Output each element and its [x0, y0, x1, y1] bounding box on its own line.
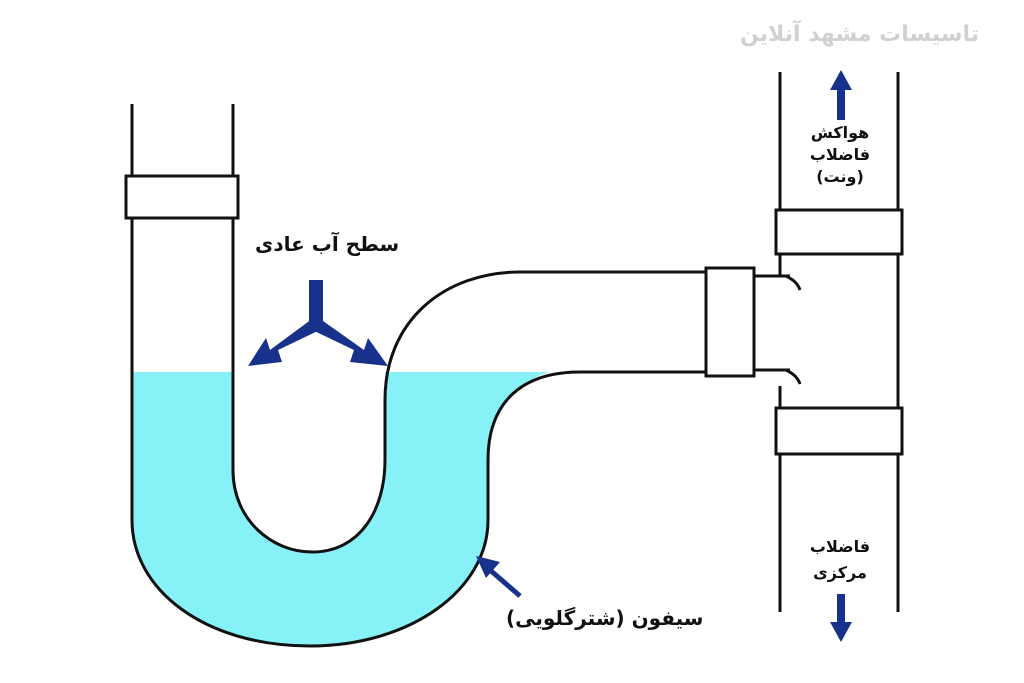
- stack-coupling-lower: [774, 406, 904, 456]
- water-level-arrow-icon: [248, 280, 388, 366]
- main-drain-label-line-1: فاضلاب: [809, 537, 871, 556]
- outlet-coupling: [704, 266, 756, 378]
- stack-coupling-upper: [774, 208, 904, 256]
- watermark-text: تاسیسات مشهد آنلاین: [740, 22, 980, 47]
- vent-up-arrow-icon: [830, 70, 852, 120]
- drain-down-arrow-icon: [830, 594, 852, 642]
- vent-label-line-3: (ونت): [816, 167, 864, 186]
- outlet-stub: [754, 274, 790, 372]
- trap-pointer-arrow-icon: [476, 556, 522, 598]
- inlet-coupling: [124, 174, 240, 220]
- trap-outer-wall: [130, 218, 706, 648]
- main-drain-label-line-2: مرکزی: [813, 563, 867, 582]
- vent-label-line-2: فاضلاب: [809, 145, 871, 164]
- vent-label-line-1: هواکش: [810, 123, 870, 142]
- trap-inner-wall: [231, 218, 706, 554]
- trap-water: [132, 372, 550, 646]
- trap-label: سیفون (شترگلویی): [506, 606, 704, 630]
- outlet-stub-curve-top: [785, 274, 802, 291]
- outlet-stub-curve-bottom: [785, 368, 802, 385]
- water-level-label: سطح آب عادی: [255, 232, 400, 256]
